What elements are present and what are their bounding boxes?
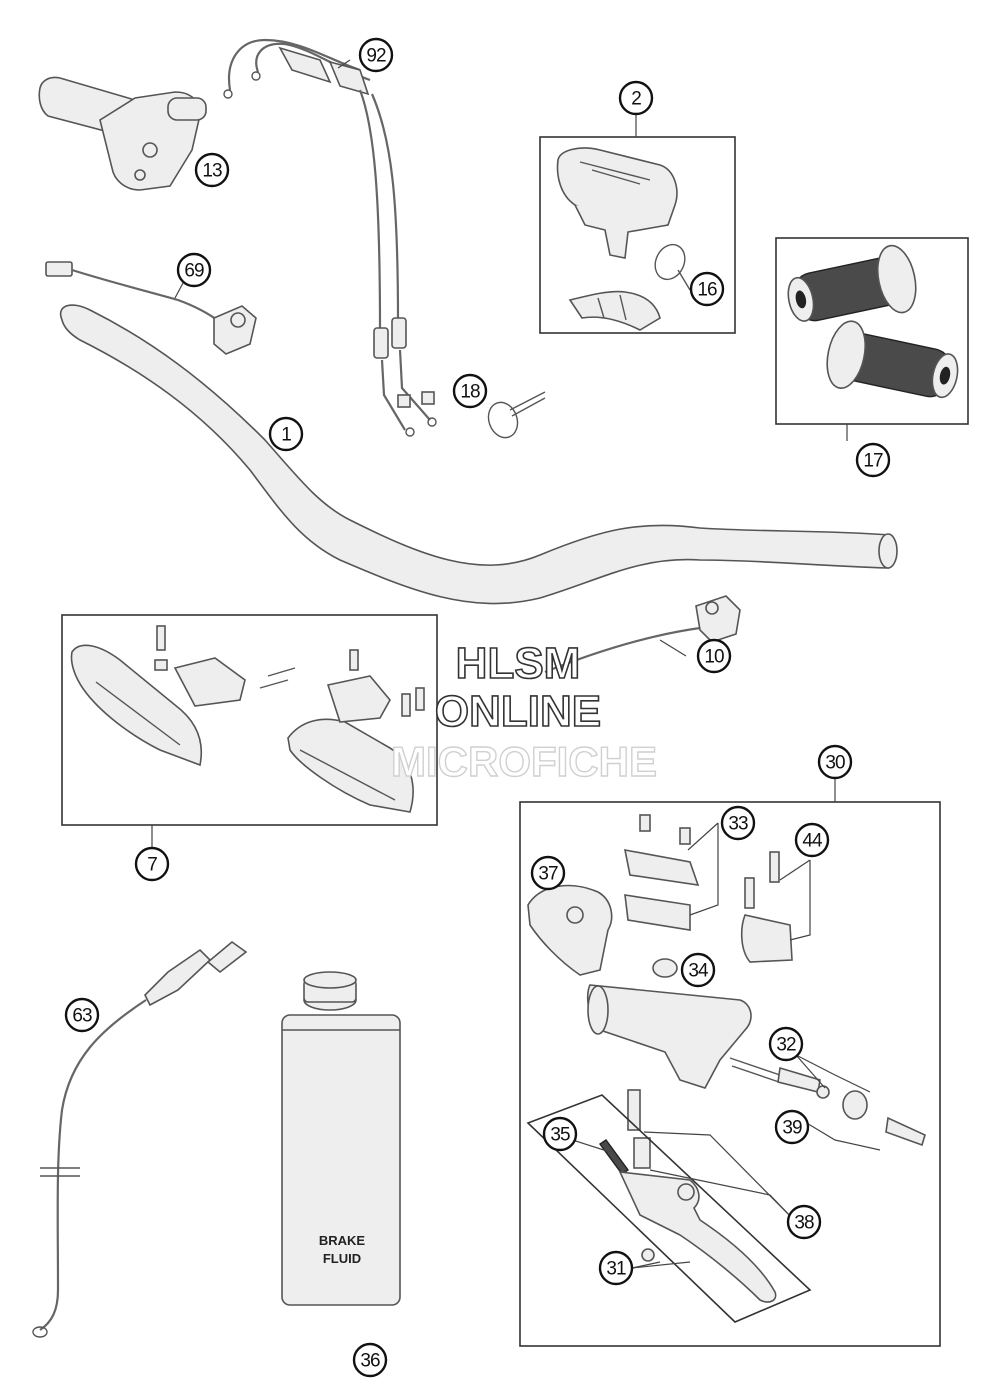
callout-label: 7 bbox=[147, 855, 157, 876]
callout-label: 32 bbox=[776, 1035, 796, 1056]
callout-39: 39 bbox=[774, 1109, 810, 1145]
callout-2: 2 bbox=[618, 80, 654, 116]
callout-7: 7 bbox=[134, 846, 170, 882]
callout-37: 37 bbox=[530, 855, 566, 891]
leader-lines bbox=[151, 59, 881, 1269]
callout-label: 34 bbox=[688, 961, 709, 982]
callout-32: 32 bbox=[768, 1026, 804, 1062]
can-label-line2: FLUID bbox=[323, 1251, 361, 1266]
callout-circle bbox=[774, 1109, 810, 1145]
callout-circle bbox=[598, 1250, 634, 1286]
callout-circle bbox=[696, 638, 732, 674]
callout-31: 31 bbox=[598, 1250, 634, 1286]
throttle-cable-part bbox=[223, 38, 437, 437]
callout-label: 30 bbox=[825, 753, 845, 774]
watermark-line1: HLSM bbox=[456, 639, 581, 688]
callout-92: 92 bbox=[358, 37, 394, 73]
callout-63: 63 bbox=[64, 997, 100, 1033]
switch-cable-part bbox=[544, 595, 741, 674]
callout-33: 33 bbox=[720, 805, 756, 841]
callout-10: 10 bbox=[696, 638, 732, 674]
cable-tie-part bbox=[487, 391, 546, 439]
callout-label: 37 bbox=[538, 864, 558, 885]
callout-16: 16 bbox=[689, 271, 725, 307]
callout-label: 2 bbox=[631, 89, 641, 110]
callout-30: 30 bbox=[817, 744, 853, 780]
brake-fluid-can-part: BRAKE FLUID bbox=[281, 971, 401, 1306]
callout-circle bbox=[618, 80, 654, 116]
callout-38: 38 bbox=[786, 1204, 822, 1240]
handguard-box bbox=[61, 614, 438, 826]
callout-label: 92 bbox=[366, 46, 386, 67]
callout-label: 35 bbox=[550, 1125, 570, 1146]
callout-label: 39 bbox=[782, 1118, 802, 1139]
kill-switch-part bbox=[45, 261, 257, 355]
callout-label: 33 bbox=[728, 814, 748, 835]
callout-label: 18 bbox=[460, 382, 480, 403]
callout-circle bbox=[542, 1116, 578, 1152]
callout-label: 31 bbox=[606, 1259, 626, 1280]
callout-circle bbox=[689, 271, 725, 307]
callout-circle bbox=[768, 1026, 804, 1062]
callout-circle bbox=[680, 952, 716, 988]
callout-circle bbox=[64, 997, 100, 1033]
master-cylinder-box bbox=[519, 801, 941, 1347]
callout-label: 10 bbox=[704, 647, 724, 668]
grips-box bbox=[775, 237, 969, 425]
callout-label: 36 bbox=[360, 1351, 380, 1372]
callout-label: 17 bbox=[863, 451, 883, 472]
callout-69: 69 bbox=[176, 252, 212, 288]
callout-circle bbox=[794, 822, 830, 858]
callout-18: 18 bbox=[452, 373, 488, 409]
callout-17: 17 bbox=[855, 442, 891, 478]
callout-circle bbox=[194, 152, 230, 188]
watermark: HLSM ONLINE MICROFICHE bbox=[390, 638, 657, 786]
callout-label: 13 bbox=[202, 161, 222, 182]
callout-44: 44 bbox=[794, 822, 830, 858]
callout-circle bbox=[268, 416, 304, 452]
callout-label: 63 bbox=[72, 1006, 92, 1027]
callout-label: 1 bbox=[281, 425, 291, 446]
callout-circle bbox=[358, 37, 394, 73]
wiring-harness-part bbox=[32, 940, 248, 1338]
throttle-grip-part bbox=[38, 76, 207, 191]
callout-1: 1 bbox=[268, 416, 304, 452]
callout-circle bbox=[855, 442, 891, 478]
callout-circle bbox=[134, 846, 170, 882]
callout-circle bbox=[530, 855, 566, 891]
callout-label: 16 bbox=[697, 280, 717, 301]
callout-circle bbox=[786, 1204, 822, 1240]
callout-label: 44 bbox=[802, 831, 823, 852]
callout-label: 69 bbox=[184, 261, 204, 282]
cover-set-box bbox=[539, 136, 736, 334]
callout-35: 35 bbox=[542, 1116, 578, 1152]
watermark-line2: ONLINE bbox=[435, 687, 601, 736]
handlebar-part bbox=[59, 304, 898, 605]
callout-13: 13 bbox=[194, 152, 230, 188]
callout-layer: 92 13 2 16 69 17 18 1 10 7 30 33 44 37 34 63 32 39 35 38 31 3… bbox=[64, 37, 891, 1378]
can-label-line1: BRAKE bbox=[319, 1233, 366, 1248]
callout-circle bbox=[176, 252, 212, 288]
callout-circle bbox=[452, 373, 488, 409]
callout-circle bbox=[817, 744, 853, 780]
callout-circle bbox=[352, 1342, 388, 1378]
watermark-line3: MICROFICHE bbox=[391, 738, 657, 785]
callout-36: 36 bbox=[352, 1342, 388, 1378]
callout-label: 38 bbox=[794, 1213, 814, 1234]
callout-34: 34 bbox=[680, 952, 716, 988]
callout-circle bbox=[720, 805, 756, 841]
